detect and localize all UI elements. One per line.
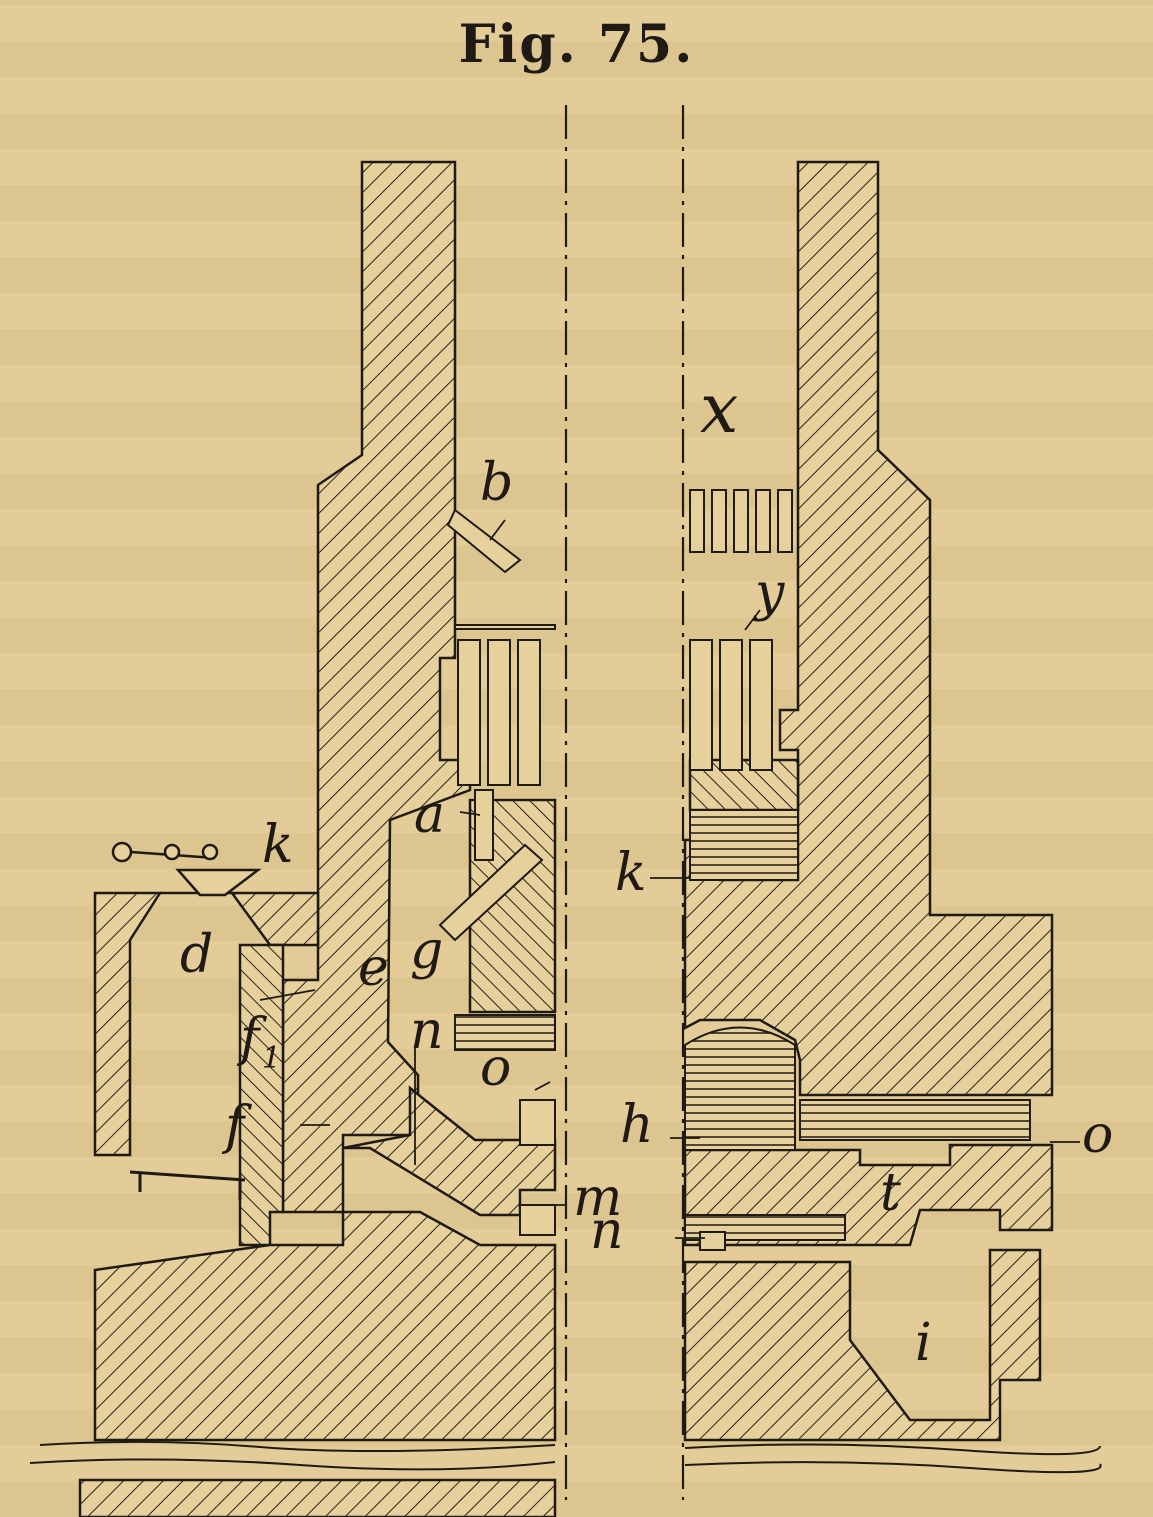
shelf-right xyxy=(799,1099,1031,1141)
valve-handle xyxy=(111,841,262,897)
foundation-left xyxy=(78,1478,557,1517)
label-t: t xyxy=(880,1163,901,1223)
right-base xyxy=(683,1248,1042,1442)
leader-lines xyxy=(259,519,1080,1239)
chamber-d-rails xyxy=(129,1170,246,1200)
label-i: i xyxy=(915,1313,932,1373)
label-f1-sub: 1 xyxy=(262,1041,281,1076)
left-base xyxy=(93,1210,557,1442)
inclined-pipe-b xyxy=(446,508,522,574)
label-x: x xyxy=(700,370,738,449)
slots-right xyxy=(689,489,793,553)
label-e: e xyxy=(358,938,389,998)
label-k-right: k xyxy=(615,843,647,903)
label-y: y xyxy=(753,563,785,623)
label-b: b xyxy=(480,453,513,513)
label-n-lower: n xyxy=(590,1201,624,1261)
tubes-left xyxy=(457,639,541,861)
grate-bars-right xyxy=(689,809,799,881)
left-inner-wall xyxy=(238,943,285,1247)
figure-title: Fig. 75. xyxy=(458,14,695,75)
label-n-upper: n xyxy=(410,1001,444,1061)
label-a: a xyxy=(414,785,445,845)
label-m: m xyxy=(573,1168,622,1228)
tube-row-top xyxy=(454,624,556,630)
label-d: d xyxy=(180,925,213,985)
ground-line xyxy=(29,1440,1102,1474)
dome xyxy=(684,1026,796,1151)
right-chimney-wall xyxy=(683,160,1054,1097)
small-block-m xyxy=(519,1204,556,1236)
small-block-n xyxy=(699,1231,726,1251)
label-h: h xyxy=(620,1095,654,1155)
inclined-pipe-g xyxy=(438,843,544,942)
grate-bars-left xyxy=(454,1014,556,1051)
passage-block xyxy=(342,1085,557,1217)
label-k-left: k xyxy=(262,815,294,875)
label-g: g xyxy=(410,921,443,981)
tubes-right xyxy=(689,639,773,771)
small-block-h xyxy=(519,1099,556,1146)
label-o-right: o xyxy=(1082,1105,1113,1165)
left-outer-wall xyxy=(93,891,163,1157)
label-o: o xyxy=(480,1038,511,1098)
